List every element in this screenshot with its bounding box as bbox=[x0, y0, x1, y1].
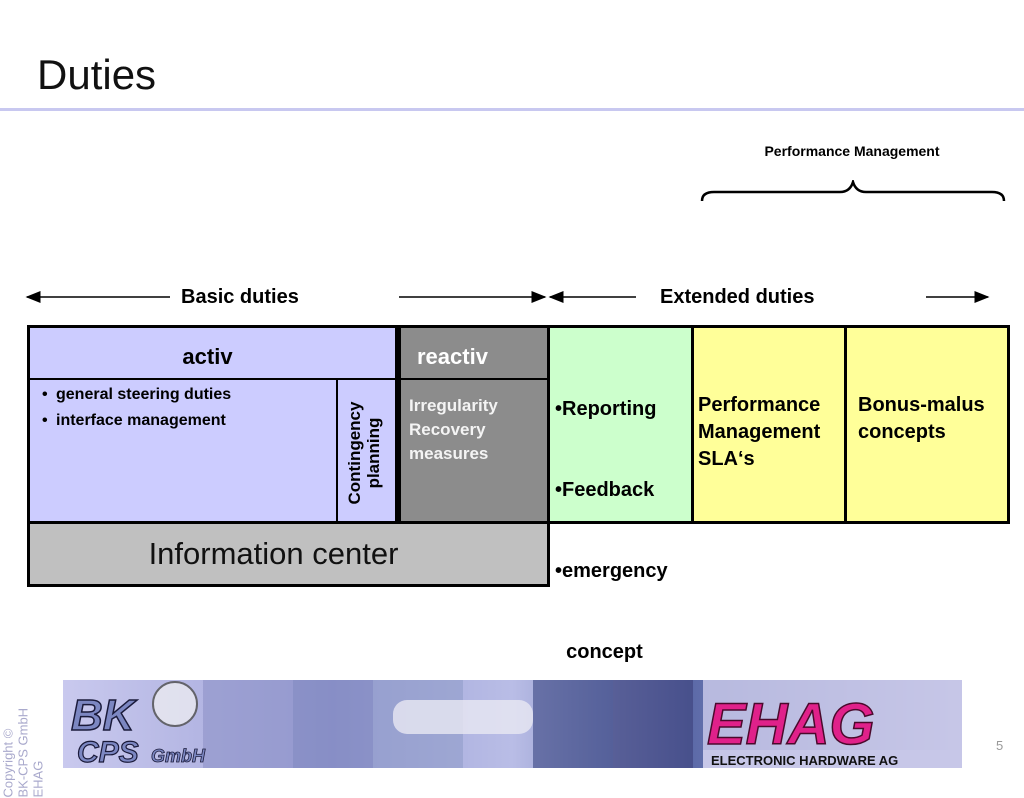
train-icon bbox=[393, 700, 533, 734]
curly-brace-icon bbox=[700, 180, 1006, 202]
performance-management-text: Performance Management SLA‘s bbox=[698, 394, 821, 470]
list-item: general steering duties bbox=[42, 386, 231, 404]
reactiv-box: reactiv Irregularity Recovery measures bbox=[396, 325, 550, 524]
slide-title: Duties bbox=[37, 51, 157, 98]
activ-vertical-divider bbox=[336, 379, 338, 524]
ehag-logo-text: EHAG bbox=[707, 692, 875, 757]
title-divider bbox=[0, 108, 1024, 111]
activ-divider bbox=[30, 378, 395, 380]
reactiv-measures: Irregularity Recovery measures bbox=[409, 396, 498, 463]
ehag-subtitle-text: ELECTRONIC HARDWARE AG bbox=[711, 753, 898, 768]
activ-header: activ bbox=[182, 344, 233, 369]
copyright-notice: Copyright © BK-CPS GmbH EHAG bbox=[0, 707, 46, 798]
cps-logo-text: CPS bbox=[77, 736, 139, 768]
reporting-box: •Reporting •Feedback •emergency concept bbox=[547, 325, 694, 663]
activ-box: activ general steering duties interface … bbox=[27, 325, 398, 524]
duties-arrows bbox=[25, 291, 990, 303]
page-number: 5 bbox=[996, 738, 1004, 753]
globe-icon bbox=[152, 681, 198, 727]
reactiv-header: reactiv bbox=[417, 344, 488, 369]
footer-banner: BK CPS GmbH EHAG ELECTRONIC HARDWARE AG bbox=[63, 680, 962, 768]
gmbh-logo-text: GmbH bbox=[151, 746, 206, 766]
extended-duties-label: Extended duties bbox=[660, 286, 815, 308]
contingency-planning-label: Contingency planning bbox=[345, 401, 383, 505]
basic-duties-label: Basic duties bbox=[181, 286, 299, 308]
reporting-list: •Reporting •Feedback •emergency concept bbox=[555, 398, 668, 663]
list-item: interface management bbox=[42, 412, 231, 430]
performance-management-box: Performance Management SLA‘s bbox=[691, 325, 847, 524]
reactiv-divider bbox=[401, 378, 548, 380]
information-center-label: Information center bbox=[148, 536, 399, 571]
bk-logo-text: BK bbox=[71, 691, 138, 740]
bonus-malus-text: Bonus-malus concepts bbox=[858, 394, 985, 443]
bonus-malus-box: Bonus-malus concepts bbox=[844, 325, 1010, 524]
information-center-box: Information center bbox=[27, 521, 550, 587]
performance-management-label: Performance Management bbox=[764, 143, 940, 159]
activ-duty-list: general steering duties interface manage… bbox=[34, 386, 231, 438]
banner-collage-image: BK CPS GmbH EHAG ELECTRONIC HARDWARE AG bbox=[63, 680, 962, 768]
